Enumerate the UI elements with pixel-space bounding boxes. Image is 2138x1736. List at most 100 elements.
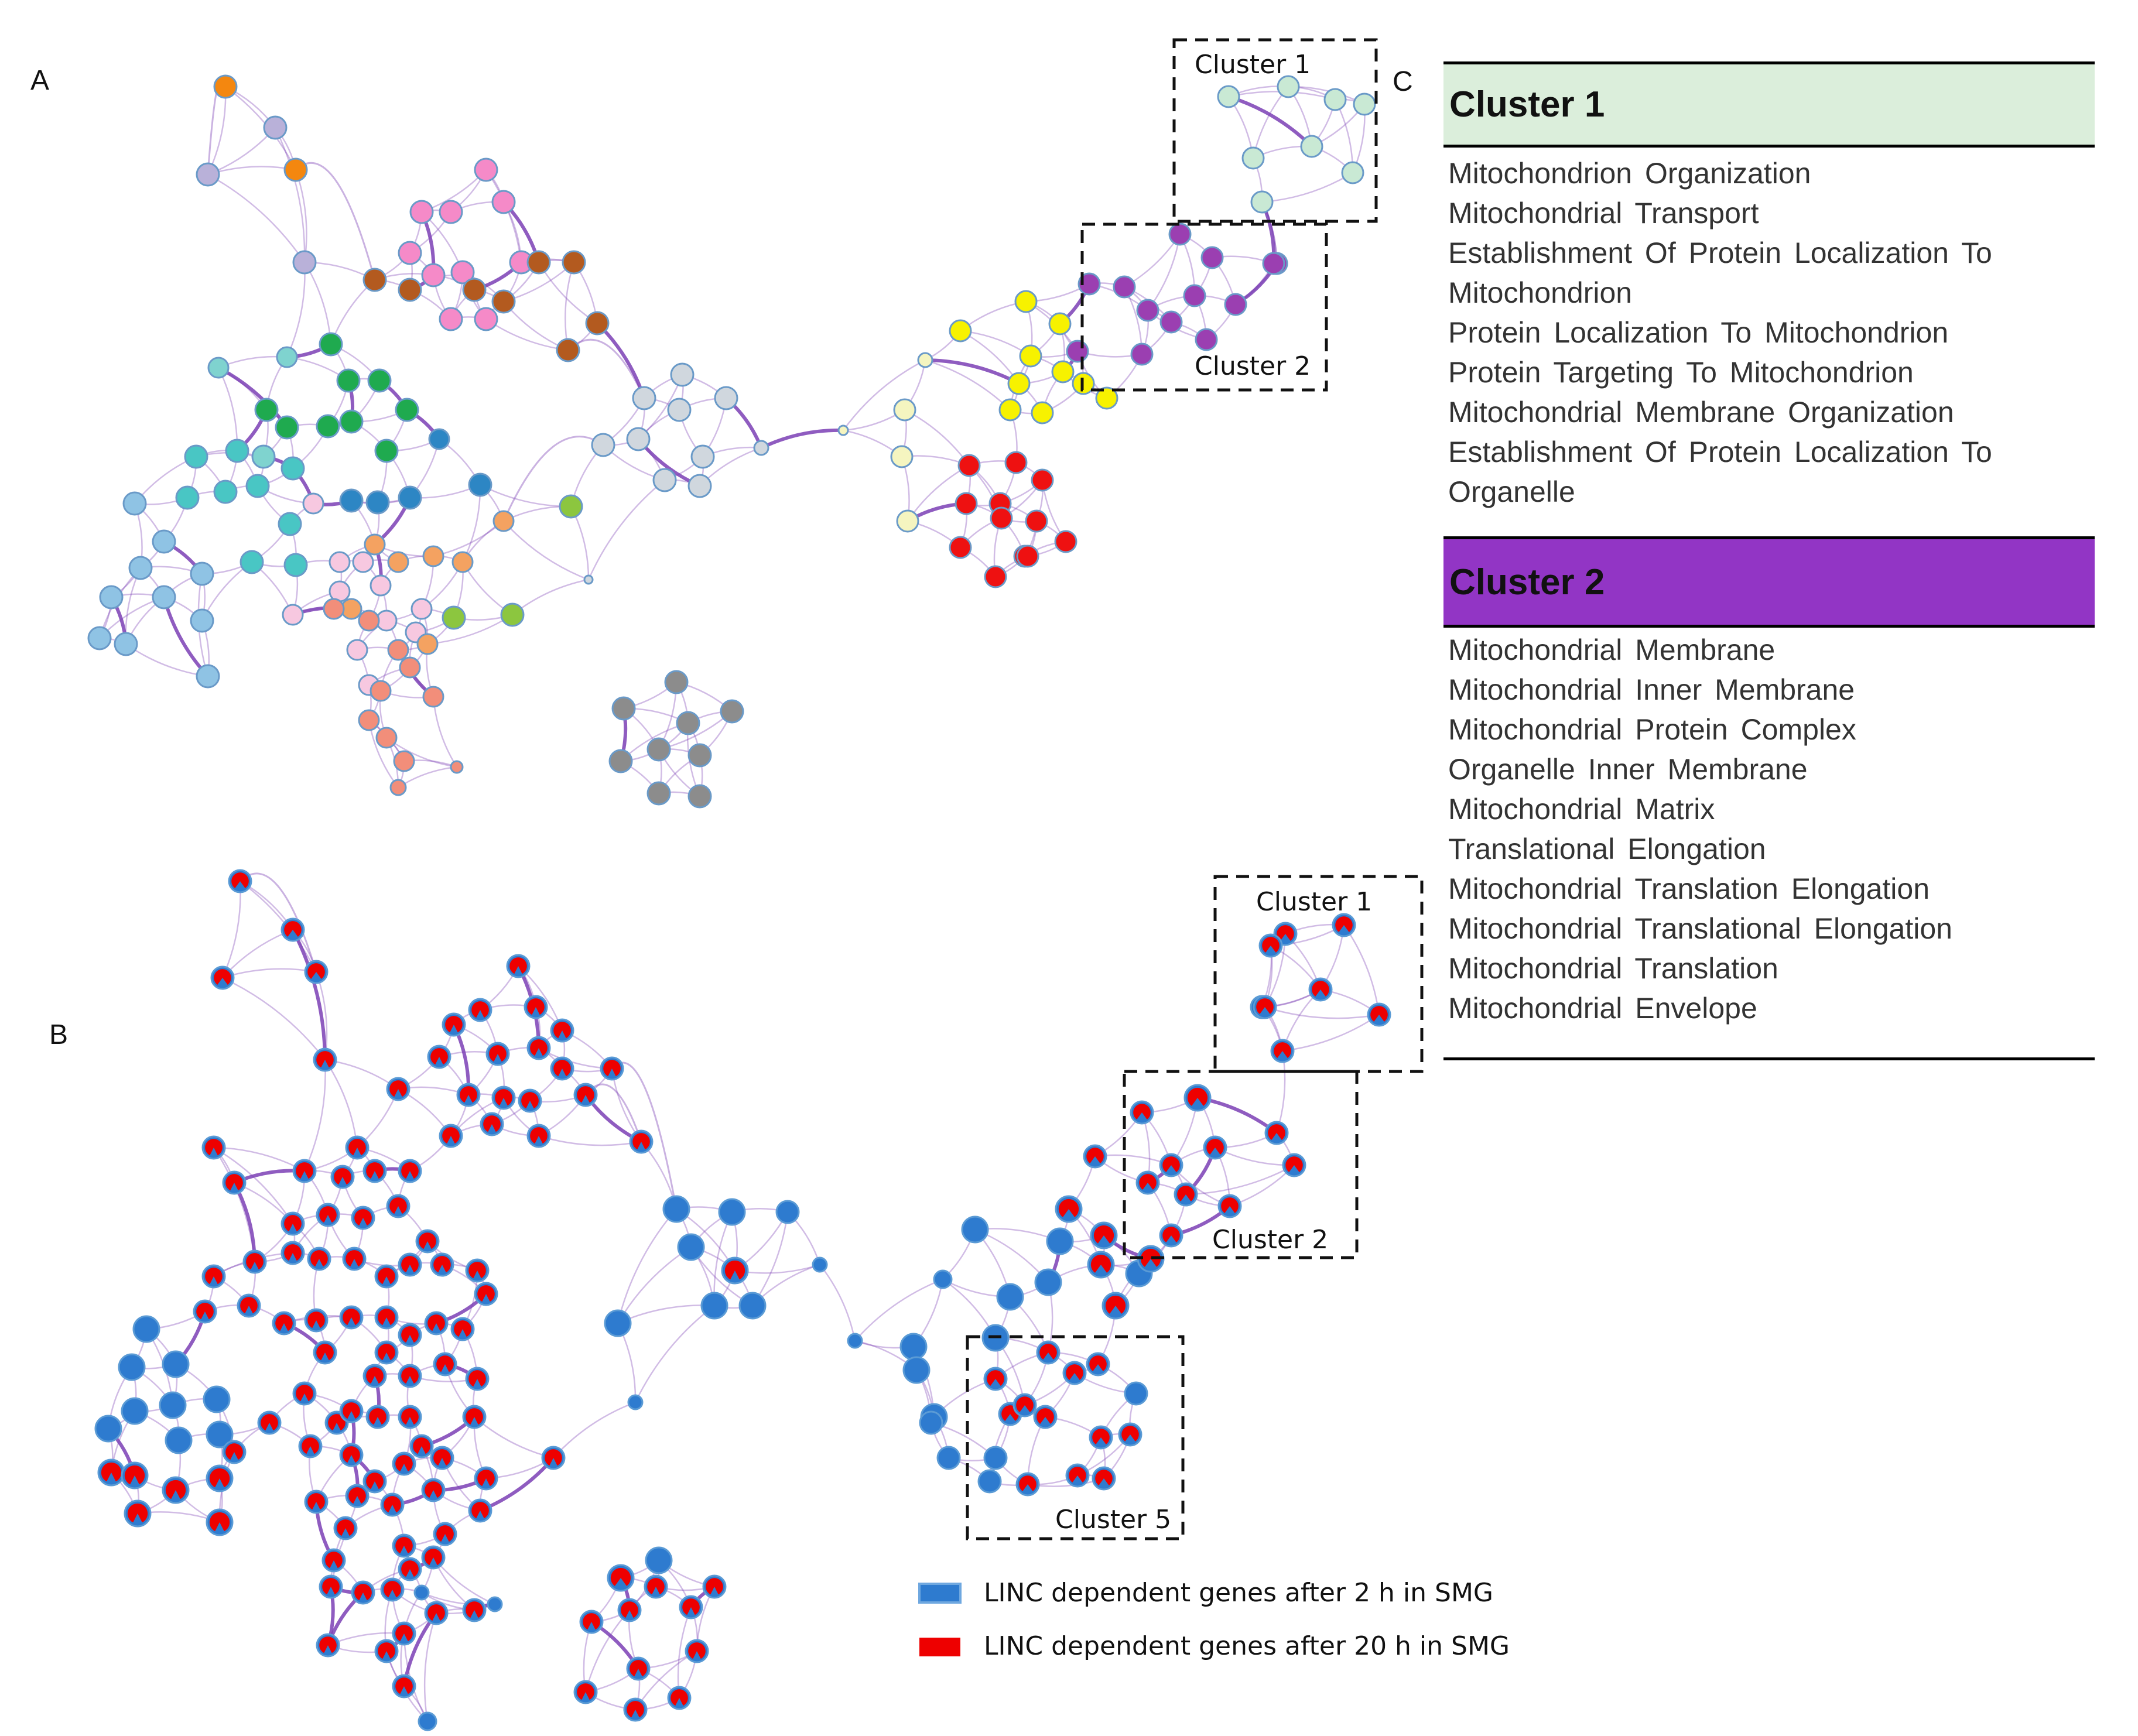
network-node <box>1135 1170 1160 1195</box>
network-node <box>677 1233 705 1261</box>
network-node <box>304 1490 329 1514</box>
network-node <box>1217 1194 1242 1218</box>
network-edge <box>474 1416 554 1459</box>
network-node <box>1048 312 1072 335</box>
network-node <box>415 1229 440 1254</box>
network-node <box>319 1574 343 1599</box>
network-node <box>646 781 671 806</box>
network-node <box>487 1596 503 1612</box>
network-node <box>1200 246 1224 269</box>
node-20h-fill <box>124 1465 145 1485</box>
network-node <box>644 1574 668 1599</box>
network-node <box>1031 401 1054 424</box>
network-node <box>685 1639 709 1663</box>
node-20h-fill <box>425 1481 442 1498</box>
legend-label-2h: LINC dependent genes after 2 h in SMG <box>984 1578 1493 1608</box>
node-20h-fill <box>489 1045 507 1062</box>
network-node <box>485 1042 510 1066</box>
network-node <box>899 1333 928 1361</box>
network-edge <box>842 359 926 431</box>
network-edge <box>485 318 569 351</box>
network-node <box>1183 1084 1212 1112</box>
node-20h-fill <box>610 1567 631 1586</box>
network-node <box>395 398 419 422</box>
network-node <box>370 680 392 702</box>
node-20h-fill <box>1177 1186 1195 1201</box>
network-node <box>439 307 463 331</box>
node-20h-fill <box>647 1578 665 1595</box>
node-20h-fill <box>427 1314 445 1331</box>
network-node <box>175 485 200 510</box>
network-edge <box>240 880 317 973</box>
network-node <box>421 1545 446 1570</box>
network-node <box>468 998 492 1022</box>
network-node <box>424 1601 449 1625</box>
node-2h-fill <box>203 1385 231 1413</box>
network-node <box>118 1353 146 1381</box>
network-node <box>207 357 230 379</box>
network-edge <box>1261 172 1353 203</box>
node-20h-fill <box>366 1473 384 1490</box>
network-node <box>676 711 700 735</box>
node-20h-fill <box>433 1256 451 1273</box>
network-node <box>1159 1223 1183 1248</box>
network-node <box>298 1434 323 1458</box>
network-node <box>392 1533 416 1558</box>
network-node <box>1034 1268 1062 1296</box>
network-node <box>1089 1425 1113 1450</box>
network-node <box>362 1159 387 1183</box>
node-20h-fill <box>1066 1364 1083 1380</box>
network-node <box>623 1697 648 1722</box>
node-20h-fill <box>395 1677 413 1694</box>
network-node <box>1217 85 1240 108</box>
network-node <box>1262 252 1285 275</box>
node-2h-fill <box>996 1283 1024 1311</box>
network-node <box>240 550 264 574</box>
network-node <box>330 1165 355 1189</box>
go-term: Protein Targeting To Mitochondrion <box>1448 356 1914 389</box>
network-edge <box>538 1135 642 1146</box>
node-20h-fill <box>401 1367 419 1384</box>
network-node <box>422 545 444 567</box>
node-20h-fill <box>553 1060 571 1077</box>
node-20h-fill <box>196 1303 214 1320</box>
network-node <box>276 346 298 368</box>
network-node <box>990 506 1013 530</box>
network-edge <box>433 521 504 557</box>
network-node <box>398 1159 422 1183</box>
node-20h-fill <box>261 1414 278 1431</box>
network-node <box>206 1508 234 1536</box>
network-edge <box>854 1278 943 1341</box>
network-node <box>409 1434 434 1458</box>
network-node <box>702 1574 727 1599</box>
network-node <box>1159 1153 1183 1177</box>
network-edge <box>303 1059 326 1172</box>
node-20h-fill <box>577 1086 594 1103</box>
network-edge <box>480 484 572 508</box>
network-node <box>1136 299 1159 322</box>
node-20h-fill <box>328 1414 345 1431</box>
network-node <box>365 490 390 515</box>
node-2h-fill <box>847 1333 863 1349</box>
network-node <box>418 1711 437 1731</box>
network-edge <box>217 367 238 451</box>
network-node <box>984 565 1007 588</box>
network-node <box>362 1364 387 1388</box>
network-node <box>275 415 299 440</box>
network-node <box>389 779 407 796</box>
node-20h-fill <box>425 1549 442 1566</box>
network-node <box>1168 222 1192 246</box>
network-node <box>374 1639 399 1663</box>
network-node <box>433 1352 457 1377</box>
network-node <box>263 115 288 140</box>
network-node <box>1277 75 1300 98</box>
network-edge <box>1185 1164 1295 1196</box>
network-node <box>427 1045 451 1069</box>
network-node <box>629 1129 654 1154</box>
network-node <box>474 1466 498 1491</box>
cluster-label-b5: Cluster 5 <box>1055 1505 1171 1535</box>
network-edge <box>1282 1013 1380 1052</box>
network-node <box>97 1458 125 1487</box>
